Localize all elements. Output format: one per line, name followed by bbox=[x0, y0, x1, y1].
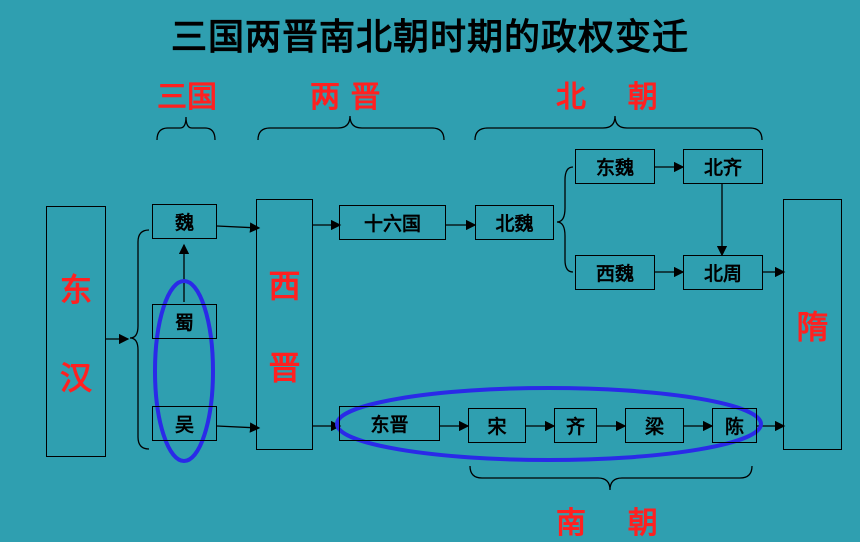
state-box-wu: 吴 bbox=[152, 406, 217, 441]
period-label-sanguo: 三国 bbox=[157, 80, 217, 115]
brace-liangjin bbox=[257, 115, 445, 141]
state-box-beiqi: 北齐 bbox=[683, 149, 763, 184]
brace-beiwei-split bbox=[556, 166, 574, 273]
brace-beichao bbox=[474, 115, 763, 141]
highlight-ellipse-shu-wu bbox=[153, 279, 215, 463]
state-box-chen: 陈 bbox=[712, 408, 757, 443]
period-label-beichao: 北 朝 bbox=[556, 80, 658, 115]
state-label-sui: 隋 bbox=[796, 307, 829, 346]
state-label-xijin-2: 晋 bbox=[268, 348, 301, 387]
state-box-liang: 梁 bbox=[625, 408, 684, 443]
state-box-qi: 齐 bbox=[554, 408, 597, 443]
brace-nanchao bbox=[469, 465, 753, 491]
period-label-liangjin: 两 晋 bbox=[310, 80, 381, 115]
state-box-dongwei: 东魏 bbox=[575, 149, 655, 184]
brace-three-kingdoms bbox=[129, 229, 150, 450]
state-box-dongjin: 东晋 bbox=[339, 406, 440, 441]
period-label-nanchao: 南 朝 bbox=[556, 506, 658, 541]
diagram-title: 三国两晋南北朝时期的政权变迁 bbox=[170, 17, 689, 58]
state-box-xiwei: 西魏 bbox=[575, 255, 655, 290]
state-box-wei: 魏 bbox=[152, 204, 217, 239]
state-label-xijin-1: 西 bbox=[268, 266, 301, 305]
state-box-sui: 隋 bbox=[783, 199, 842, 450]
state-box-beizhou: 北周 bbox=[683, 255, 763, 290]
state-label-donghan-2: 汉 bbox=[59, 358, 92, 397]
state-label-donghan-1: 东 bbox=[59, 270, 92, 309]
state-box-xijin: 西 晋 bbox=[256, 199, 313, 450]
state-box-beiwei: 北魏 bbox=[475, 205, 554, 240]
state-box-shu: 蜀 bbox=[152, 304, 217, 339]
brace-sanguo bbox=[156, 116, 216, 141]
state-box-donghan: 东 汉 bbox=[46, 206, 106, 457]
state-box-song: 宋 bbox=[468, 408, 526, 443]
state-box-shiliuguo: 十六国 bbox=[339, 205, 446, 240]
highlight-ellipse-south bbox=[335, 386, 763, 462]
